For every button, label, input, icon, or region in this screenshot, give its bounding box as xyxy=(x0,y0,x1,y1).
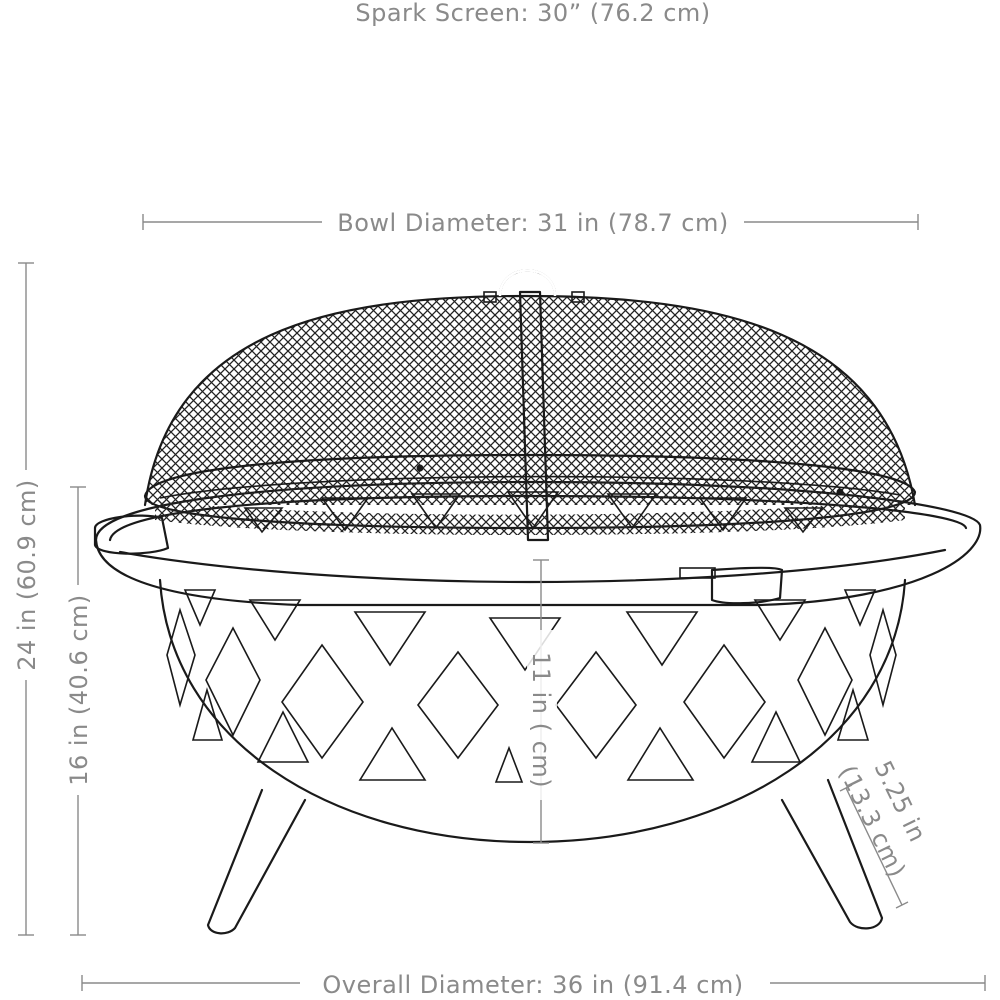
overall-diameter-dimension: Overall Diameter: 36 in (91.4 cm) xyxy=(81,965,986,999)
bowl-cutout-pattern xyxy=(166,589,897,783)
fire-pit-bowl xyxy=(158,578,907,844)
bowl-depth-label: 11 in ( cm) xyxy=(527,652,555,788)
fire-pit-legs xyxy=(206,778,884,935)
rim-height-label: 16 in (40.6 cm) xyxy=(65,594,93,786)
spark-screen-dome xyxy=(143,269,917,542)
bowl-diameter-dimension: Bowl Diameter: 31 in (78.7 cm) xyxy=(142,204,919,238)
overall-height-dimension: 24 in (60.9 cm) xyxy=(12,262,42,936)
overall-diameter-label: Overall Diameter: 36 in (91.4 cm) xyxy=(322,971,743,999)
overall-height-label: 24 in (60.9 cm) xyxy=(13,479,41,671)
rim-height-dimension: 16 in (40.6 cm) xyxy=(64,486,94,936)
bowl-diameter-label: Bowl Diameter: 31 in (78.7 cm) xyxy=(337,209,728,237)
bowl-depth-dimension: 11 in ( cm) xyxy=(527,559,557,844)
spark-screen-label: Spark Screen: 30” (76.2 cm) xyxy=(355,0,710,27)
